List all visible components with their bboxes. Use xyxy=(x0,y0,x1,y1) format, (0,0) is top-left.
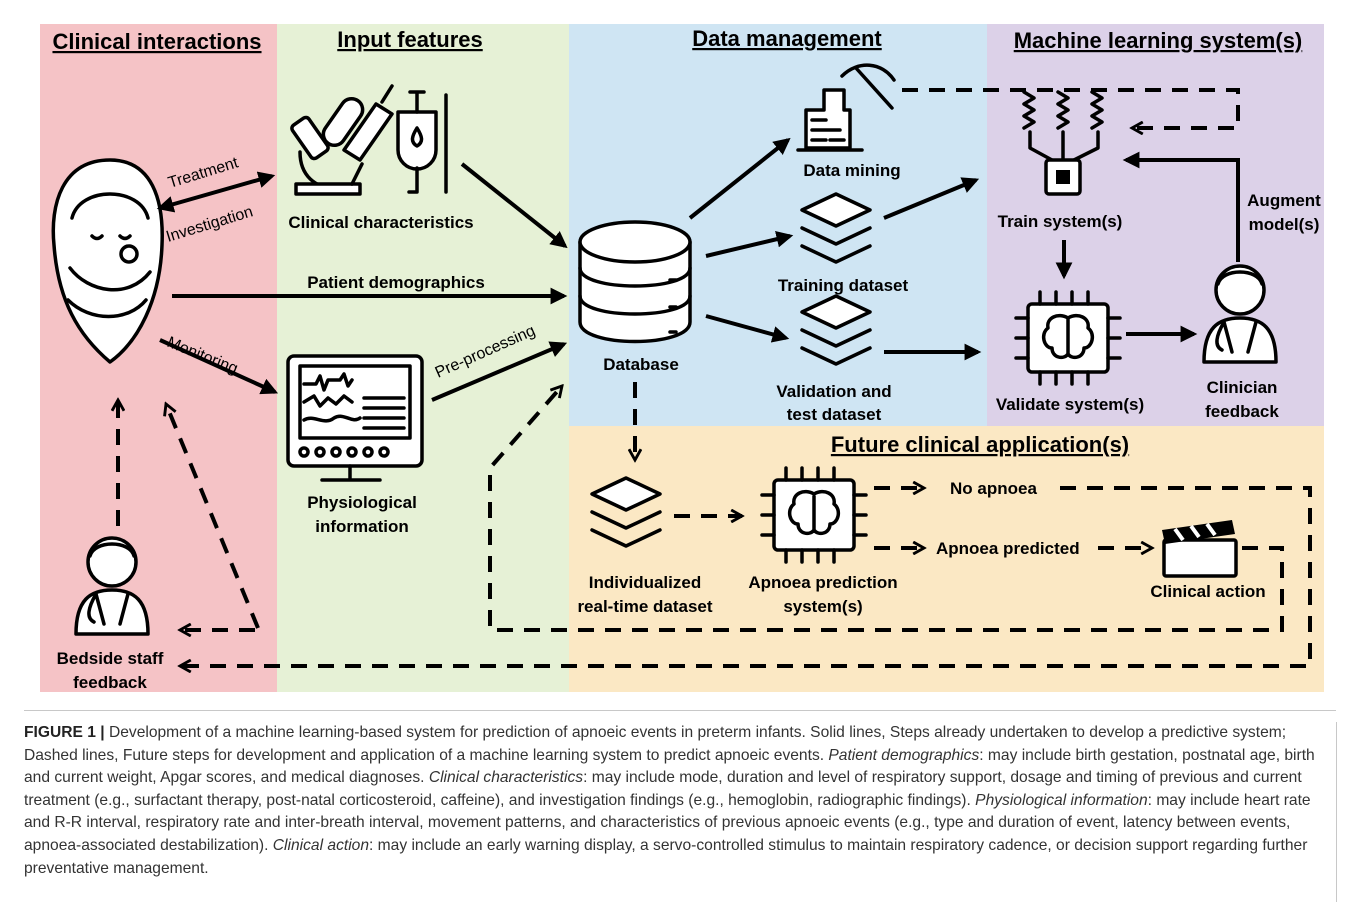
clinical-panel xyxy=(40,24,277,692)
caption-term-clinical: Clinical characteristics xyxy=(428,769,584,787)
clinician-label-1: Clinician xyxy=(1207,378,1278,397)
augment-label-2: model(s) xyxy=(1249,215,1320,234)
monitoring-arrow xyxy=(159,338,279,395)
apnoea-ml-figure: Clinical interactions Input features Dat… xyxy=(40,24,1324,692)
train-system-label: Train system(s) xyxy=(998,212,1123,231)
ml-header: Machine learning system(s) xyxy=(1014,28,1303,53)
caption-term-demographics: Patient demographics xyxy=(828,746,980,764)
caption-desc-clinical: : may include mode, duration and level o… xyxy=(24,769,1302,809)
validation-label-2: test dataset xyxy=(787,405,882,424)
monitor-icon xyxy=(286,354,424,482)
caption-lead: FIGURE 1 | xyxy=(24,724,105,741)
augment-label-1: Augment xyxy=(1247,191,1321,210)
data-header: Data management xyxy=(692,26,882,51)
apnoea-brain-chip-icon xyxy=(760,466,868,564)
database-icon xyxy=(578,220,692,344)
input-header: Input features xyxy=(337,27,482,52)
training-dataset-label: Training dataset xyxy=(778,276,909,295)
clinical-characteristics-label: Clinical characteristics xyxy=(288,213,473,232)
data-mining-icon xyxy=(796,63,896,152)
caption-desc-demographics: : may include birth gestation, postnatal… xyxy=(24,746,1315,787)
database-to-mining-arrow xyxy=(688,137,791,220)
bedside-label-1: Bedside staff xyxy=(57,649,164,668)
caption-term-physiological: Physiological information xyxy=(975,791,1148,809)
data-mining-label: Data mining xyxy=(803,161,900,180)
individualized-label-1: Individualized xyxy=(589,573,701,592)
validate-system-label: Validate system(s) xyxy=(996,395,1144,414)
physiological-label-2: information xyxy=(315,517,409,536)
baby-to-feedback-dashed xyxy=(166,404,260,629)
caption-term-action: Clinical action xyxy=(272,836,370,854)
apnoea-system-label-2: system(s) xyxy=(783,597,862,616)
training-to-train-arrow xyxy=(883,177,980,220)
clinical-header: Clinical interactions xyxy=(52,29,261,54)
action-feedback-dashed xyxy=(488,386,1284,632)
no-apnoea-label: No apnoea xyxy=(950,479,1037,498)
validation-label-1: Validation and xyxy=(776,382,891,401)
bedside-label-2: feedback xyxy=(73,673,147,692)
clapperboard-icon xyxy=(1162,520,1238,578)
clinical-to-database-arrow xyxy=(460,162,568,249)
figure-caption: FIGURE 1 | Development of a machine lear… xyxy=(24,722,1340,880)
clinician-label-2: feedback xyxy=(1205,402,1279,421)
clinician-icon xyxy=(1202,264,1278,364)
caption-intro: Development of a machine learning-based … xyxy=(24,724,1287,764)
patient-demographics-label: Patient demographics xyxy=(307,273,485,292)
database-label: Database xyxy=(603,355,679,374)
training-layers-icon xyxy=(800,192,872,264)
caption-divider xyxy=(24,710,1336,711)
chip-icon xyxy=(1022,90,1104,196)
clinical-action-label: Clinical action xyxy=(1150,582,1265,601)
caption-desc-physiological: : may include heart rate and R-R interva… xyxy=(24,791,1311,854)
augment-arrow xyxy=(1122,151,1240,262)
caption-side-rule xyxy=(1336,722,1337,902)
individualized-label-2: real-time dataset xyxy=(577,597,712,616)
mining-to-ml-dashed xyxy=(902,88,1240,128)
caption-desc-action: : may include an early warning display, … xyxy=(24,836,1308,877)
database-to-validation-arrow xyxy=(705,314,790,343)
validation-layers-icon xyxy=(800,294,872,366)
apnoea-predicted-label: Apnoea predicted xyxy=(936,539,1080,558)
brain-chip-icon xyxy=(1014,290,1122,386)
database-to-training-arrow xyxy=(705,230,794,258)
future-header: Future clinical application(s) xyxy=(831,432,1129,457)
treatment-arrow xyxy=(156,171,276,213)
lab-equipment-icon xyxy=(290,84,448,196)
bedside-staff-icon xyxy=(74,536,150,636)
no-apnoea-to-bedside-dashed xyxy=(180,486,1312,666)
physiological-label-1: Physiological xyxy=(307,493,417,512)
apnoea-system-label-1: Apnoea prediction xyxy=(748,573,897,592)
preprocessing-arrow xyxy=(431,341,568,402)
individualized-layers-icon xyxy=(590,476,662,548)
